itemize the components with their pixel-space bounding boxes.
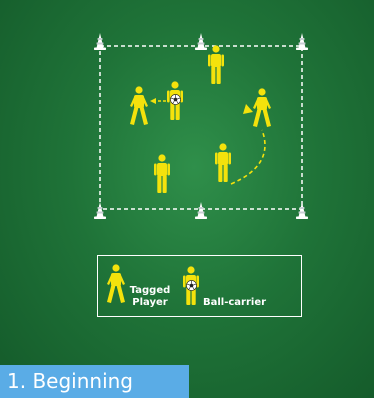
tagged-player-icon [253,88,271,127]
playing-area-boundary [100,46,302,209]
cone-icon [94,33,106,50]
ball-icon [170,94,180,104]
caption-bar: 1. Beginning [0,365,189,398]
tagged-player-icon [215,143,231,182]
legend-tagged-line2: Player [132,297,167,308]
cone-icon [94,202,106,219]
tagged-player-icon [130,86,148,125]
arrowhead-icon [243,104,253,114]
caption-title: 1. Beginning [7,367,133,395]
tagged-player-icon [154,154,170,193]
legend-tagged-line1: Tagged [130,285,171,296]
tagged-player-icon [208,45,224,84]
cone-icon [195,202,207,219]
cone-icon [195,33,207,50]
cone-icon [296,202,308,219]
cones [94,33,308,219]
players [130,45,271,193]
legend-ball-carrier-label: Ball-carrier [203,297,266,309]
run-arrow [231,130,265,184]
cone-icon [296,33,308,50]
